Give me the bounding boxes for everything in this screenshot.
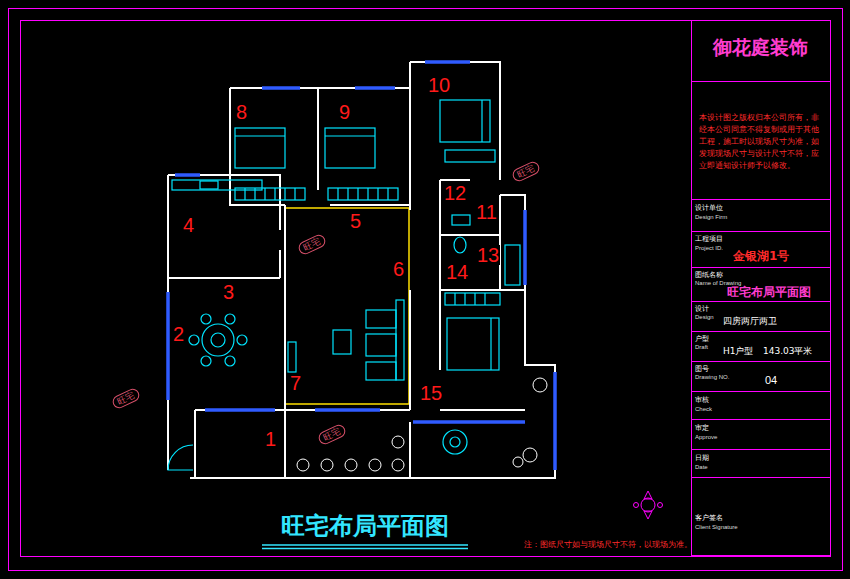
cell-text: Check — [695, 406, 712, 413]
title-block-cell: 本设计图之版权归本公司所有，非经本公司同意不得复制或用于其他工程，施工时以现场尺… — [691, 82, 830, 200]
cell-text: 工程项目 — [695, 235, 723, 243]
title-block-cell: 图纸名称Name of Drawing旺宅布局平面图 — [691, 268, 830, 302]
cell-text: 四房两厅两卫 — [723, 316, 777, 326]
title-block-cell: 设计单位 Design Firm — [691, 200, 830, 232]
cell-text: 设计单位 — [695, 204, 723, 212]
walls — [168, 62, 555, 478]
watermark: 旺宅 — [317, 423, 348, 447]
sheet-frame — [9, 9, 843, 571]
windows — [168, 62, 555, 470]
callout-number: 11 — [475, 202, 498, 222]
cell-text: 金银湖1号 — [733, 250, 789, 264]
cell-text: Drawing NO. — [695, 374, 729, 381]
cell-text: Design Firm — [695, 214, 727, 221]
title-block-cell: 图号Drawing NO. 04 — [691, 362, 830, 392]
north-compass — [634, 491, 663, 519]
title-underline — [262, 545, 468, 549]
cell-text: H1户型 — [723, 346, 754, 356]
cell-text: Approve — [695, 434, 717, 441]
drawing-note: 注：图纸尺寸如与现场尺寸不符，以现场为准。 — [524, 541, 692, 549]
cell-text: 图号 — [695, 365, 709, 373]
title-block-cell: 审定 Approve — [691, 420, 830, 450]
cell-text: Design — [695, 314, 714, 321]
callout-number: 5 — [349, 211, 362, 231]
callout-number: 2 — [172, 324, 185, 344]
cell-text: 审核 — [695, 396, 709, 404]
cell-text: 本设计图之版权归本公司所有，非经本公司同意不得复制或用于其他工程，施工时以现场尺… — [699, 112, 822, 172]
title-block-cell: 客户签名 Client Signature — [691, 478, 830, 556]
callout-number: 15 — [419, 383, 443, 403]
cell-text: 御花庭装饰 — [691, 37, 830, 59]
callout-number: 4 — [182, 215, 195, 235]
callout-number: 10 — [427, 75, 451, 95]
cell-text: Client Signature — [695, 524, 738, 531]
furniture — [168, 100, 520, 470]
title-block-cell: 户型Draft H1户型 143.03平米 — [691, 332, 830, 362]
plants — [297, 378, 547, 471]
cell-text: 客户签名 — [695, 514, 723, 522]
living-zone — [285, 208, 409, 404]
callout-number: 9 — [338, 102, 351, 122]
cell-text: 设计 — [695, 305, 709, 313]
cell-text: 审定 — [695, 424, 709, 432]
title-block-cell: 设计Design 四房两厅两卫 — [691, 302, 830, 332]
title-block-cell: 审核 Check — [691, 392, 830, 420]
callout-number: 8 — [235, 102, 248, 122]
title-block-cell: 御花庭装饰 — [691, 20, 830, 82]
cell-text: 图纸名称 — [695, 271, 723, 279]
cell-text: 日期 — [695, 454, 709, 462]
cell-text: 旺宅布局平面图 — [727, 286, 811, 300]
callout-number: 14 — [445, 262, 469, 282]
drawing-title: 旺宅布局平面图 — [240, 513, 490, 541]
cell-text: Draft — [695, 344, 708, 351]
callout-number: 12 — [443, 183, 467, 203]
watermark: 旺宅 — [297, 233, 328, 257]
cell-text: 143.03平米 — [763, 346, 813, 356]
cell-text: 户型 — [695, 335, 709, 343]
title-block-cell: 工程项目 Project ID. 金银湖1号 — [691, 232, 830, 268]
cell-text: Project ID. — [695, 245, 723, 252]
callout-number: 13 — [476, 245, 500, 265]
cell-text: 04 — [765, 374, 777, 387]
watermark: 旺宅 — [111, 387, 142, 411]
title-block-cell: 日期 Date — [691, 450, 830, 478]
callout-number: 1 — [264, 429, 277, 449]
callout-number: 7 — [289, 373, 302, 393]
cell-text: Date — [695, 464, 708, 471]
watermark: 旺宅 — [511, 160, 542, 184]
callout-number: 3 — [222, 282, 235, 302]
callout-number: 6 — [392, 259, 405, 279]
